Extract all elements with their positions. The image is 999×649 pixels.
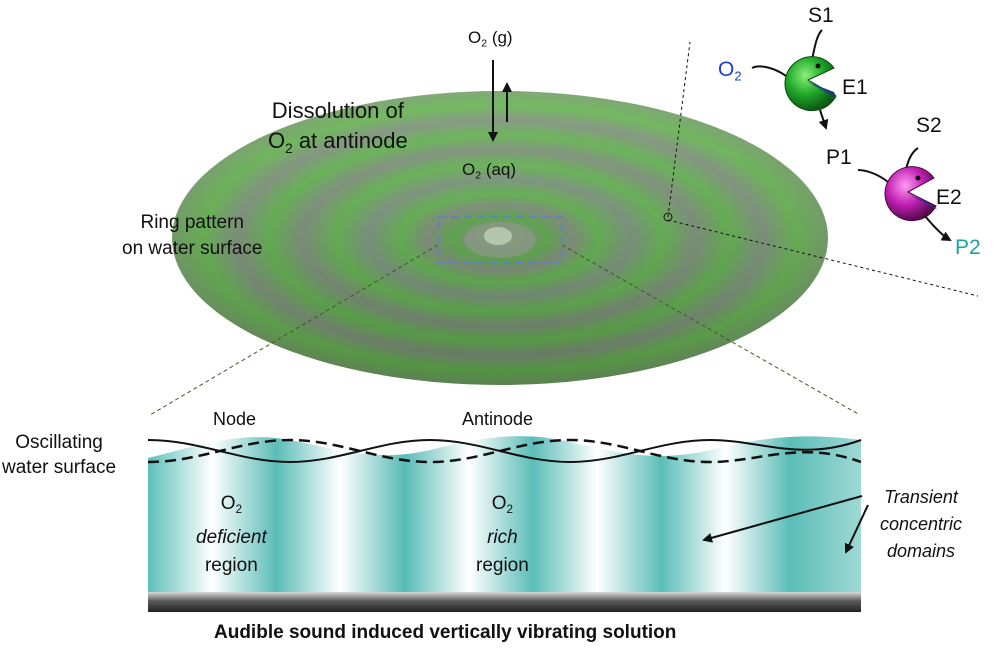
- enzyme-zoom-line-upper: [667, 41, 691, 218]
- oscillating-line1: Oscillating: [15, 432, 103, 453]
- o2-gas-label: O2 (g): [468, 28, 513, 50]
- s1-label: S1: [808, 4, 834, 27]
- deficient-word: deficient: [196, 527, 267, 549]
- deficient-region-label: O2 deficient region: [196, 490, 267, 580]
- dissolution-line1: Dissolution of: [271, 98, 404, 123]
- transient-domains-label: Transient concentric domains: [880, 484, 962, 565]
- water-surface-disk: [172, 91, 828, 385]
- p1-label: P1: [826, 146, 852, 169]
- node-label: Node: [213, 409, 257, 429]
- e2-label: E2: [936, 186, 962, 209]
- transient-line3: domains: [887, 541, 956, 561]
- deficient-o2: O2: [220, 493, 243, 517]
- oscillating-label: Oscillating water surface: [2, 430, 116, 480]
- deficient-region: region: [204, 555, 258, 577]
- transient-line1: Transient: [884, 487, 958, 507]
- ring-pattern-line2: on water surface: [122, 238, 263, 259]
- s2-label: S2: [916, 114, 942, 137]
- antinode-label: Antinode: [462, 409, 534, 429]
- figure-title: Audible sound induced vertically vibrati…: [214, 622, 677, 643]
- o2-aq-label: O2 (aq): [462, 160, 517, 182]
- transient-arrow-1: [702, 495, 863, 543]
- p2-label: P2: [955, 236, 981, 259]
- oscillating-line2: water surface: [2, 457, 117, 478]
- dashed-wave: [147, 438, 862, 464]
- enzyme-zoom-line-lower: [667, 219, 979, 297]
- rich-word: rich: [487, 527, 518, 549]
- zoom-box: [437, 216, 563, 263]
- cross-section: [147, 436, 862, 612]
- rich-o2: O2: [491, 493, 514, 517]
- enzyme-e1: [751, 29, 838, 130]
- ring-pattern-line1: Ring pattern: [140, 212, 244, 233]
- rich-region: region: [476, 555, 529, 577]
- dissolution-line2: O2 at antinode: [268, 128, 408, 156]
- enzyme-e2: [857, 147, 952, 241]
- transient-arrow-2: [844, 504, 869, 554]
- dissolution-label: Dissolution of O2 at antinode: [268, 96, 408, 164]
- enzyme-zoom-point: [663, 212, 673, 222]
- o2-enzyme-label: O2: [718, 58, 742, 84]
- zoom-line-right: [561, 244, 861, 416]
- e1-label: E1: [842, 76, 868, 99]
- rich-region-label: O2 rich region: [476, 490, 529, 580]
- ring-pattern-label: Ring pattern on water surface: [122, 210, 262, 262]
- transient-line2: concentric: [880, 514, 963, 534]
